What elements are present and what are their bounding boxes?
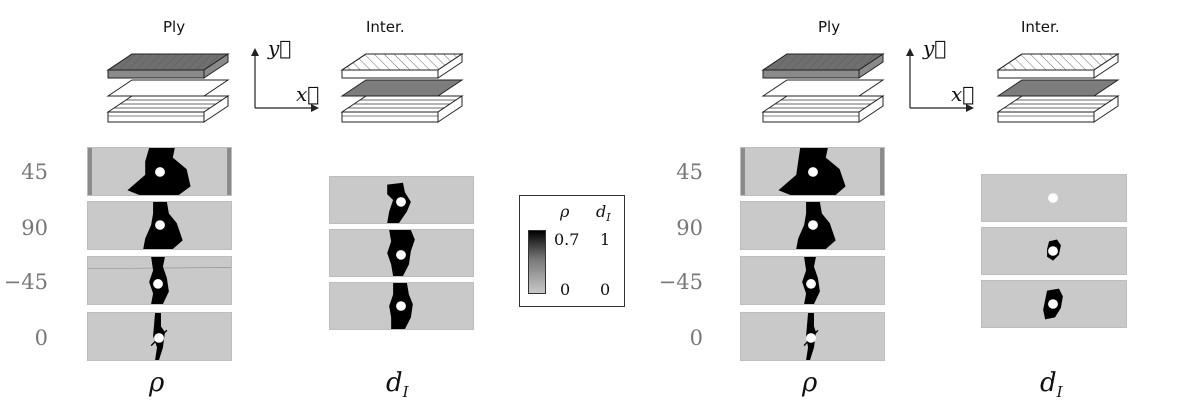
inter-header: Inter.: [366, 18, 405, 36]
angle-label-90-right: 90: [676, 216, 703, 240]
interface-stack-icon: [340, 53, 464, 123]
axis-y-label: y⃗: [268, 36, 292, 60]
ply-strip-90: [87, 201, 232, 250]
ply-strip-minus45-right: [740, 256, 885, 305]
angle-label-minus45-right: −45: [658, 270, 703, 294]
axes-icon: [251, 48, 319, 112]
legend-min-rho: 0: [560, 280, 571, 299]
axes-icon-right: [906, 48, 974, 112]
angle-label-0-right: 0: [689, 326, 703, 350]
inter-header-right: Inter.: [1021, 18, 1060, 36]
ply-strip-45: [87, 147, 232, 196]
angle-label-minus45: −45: [3, 270, 48, 294]
interface-strip-1: [329, 176, 474, 224]
angle-label-45-right: 45: [676, 160, 703, 184]
ply-strip-0-right: [740, 312, 885, 361]
ply-stack-icon: [106, 53, 230, 123]
angle-label-45: 45: [21, 160, 48, 184]
ply-header-right: Ply: [818, 18, 841, 36]
axis-y-label-right: y⃗: [923, 36, 947, 60]
interface-strip-3: [329, 282, 474, 330]
ply-strip-45-right: [740, 147, 885, 196]
legend-header-dI: dI: [596, 202, 611, 225]
legend-min-dI: 0: [600, 280, 611, 299]
colorbar-gradient: [528, 230, 546, 294]
legend-max-rho: 0.7: [554, 230, 580, 249]
legend-max-dI: 1: [600, 230, 611, 249]
colorbar-legend: ρ dI 0.7 1 0 0: [519, 195, 625, 307]
axis-x-label-right: x⃗: [951, 82, 975, 106]
interface-strip-1-right: [981, 174, 1127, 222]
interface-stack-icon-right: [996, 53, 1120, 123]
legend-header-rho: ρ: [560, 202, 570, 221]
interface-strip-3-right: [981, 280, 1127, 328]
ply-header: Ply: [163, 18, 186, 36]
inter-symbol-dI-right: dI: [1040, 368, 1063, 402]
angle-label-0: 0: [34, 326, 48, 350]
ply-strip-90-right: [740, 201, 885, 250]
ply-symbol-rho-right: ρ: [802, 368, 818, 398]
ply-strip-minus45: [87, 256, 232, 305]
interface-strip-2-right: [981, 227, 1127, 275]
interface-strip-2: [329, 229, 474, 277]
ply-symbol-rho: ρ: [149, 368, 165, 398]
axis-x-label: x⃗: [296, 82, 320, 106]
angle-label-90: 90: [21, 216, 48, 240]
inter-symbol-dI: dI: [386, 368, 409, 402]
ply-stack-icon-right: [761, 53, 885, 123]
ply-strip-0: [87, 312, 232, 361]
